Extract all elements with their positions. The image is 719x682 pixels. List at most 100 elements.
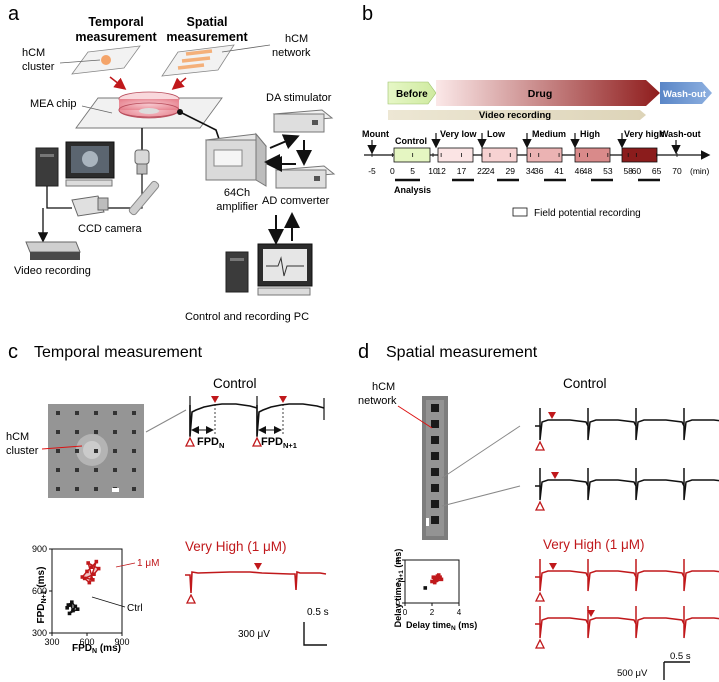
scale-d-spacer bbox=[664, 663, 690, 678]
block-control bbox=[393, 147, 431, 163]
scatter-point bbox=[439, 577, 444, 582]
electrode-dot bbox=[113, 449, 117, 453]
scatter-d-ylabel: Delay timeN+1 (ms) bbox=[393, 549, 405, 628]
video-recording-bar bbox=[388, 110, 646, 120]
mea-chip-pointer bbox=[81, 105, 113, 114]
left-pc bbox=[35, 141, 115, 187]
timeline-tick-label: 36 bbox=[534, 166, 544, 176]
scatter-point bbox=[65, 606, 69, 610]
scatter-point bbox=[432, 580, 437, 585]
timeline-tick-label: 46 bbox=[575, 166, 585, 176]
electrode-dot bbox=[431, 500, 439, 508]
panel-d: d Spatial measurement hCM network Contro… bbox=[358, 341, 719, 680]
scale-c-time: 0.5 s bbox=[307, 607, 329, 618]
very-high-c-trace bbox=[185, 570, 327, 594]
scatter-point bbox=[73, 604, 78, 609]
scatter-c-xlabel: FPDN (ms) bbox=[72, 643, 121, 655]
depol-marker-2 bbox=[251, 436, 263, 447]
cond-medium: Medium bbox=[532, 129, 566, 139]
legend-swatch bbox=[512, 207, 528, 217]
electrode-dot bbox=[132, 411, 136, 415]
hcm-network-d-label-1: hCM bbox=[372, 381, 395, 393]
block-high bbox=[574, 147, 611, 163]
scatter-point bbox=[68, 603, 73, 607]
legend-label: Field potential recording bbox=[534, 208, 641, 219]
cond-very-high: Very high bbox=[624, 129, 665, 139]
electrode-dot bbox=[431, 516, 439, 524]
scatter-point bbox=[80, 575, 85, 579]
cond-low: Low bbox=[487, 129, 506, 139]
phase-drug bbox=[436, 80, 660, 106]
scatter-point bbox=[431, 575, 436, 579]
optical-path bbox=[100, 174, 143, 209]
electrode-dot bbox=[56, 468, 60, 472]
phase-drug-label: Drug bbox=[528, 88, 553, 100]
spatial-label-2: measurement bbox=[166, 30, 248, 44]
electrode-dot bbox=[94, 487, 98, 491]
scatter-point bbox=[89, 565, 94, 569]
video-recorder bbox=[25, 241, 81, 260]
control-d-trace-1 bbox=[535, 408, 719, 441]
temporal-label-2: measurement bbox=[75, 30, 157, 44]
timeline-tick-label: -5 bbox=[368, 166, 376, 176]
video-recording-bar-label: Video recording bbox=[479, 110, 551, 121]
electrode-dot bbox=[431, 484, 439, 492]
panel-b: b Before Drug Wash-out Video recording M… bbox=[362, 3, 712, 219]
electrode-dot bbox=[75, 468, 79, 472]
hcm-cluster-label-2: cluster bbox=[22, 61, 55, 73]
vh-c-t-marker bbox=[254, 563, 262, 570]
scatter-point bbox=[67, 611, 72, 616]
panel-d-title: Spatial measurement bbox=[386, 344, 538, 361]
y-tick-label: 600 bbox=[32, 586, 47, 596]
timeline-tick-label: 22 bbox=[477, 166, 487, 176]
time-unit: (min) bbox=[690, 166, 710, 176]
ccd-camera bbox=[71, 195, 109, 217]
block-low bbox=[481, 147, 518, 163]
control-pc bbox=[225, 243, 313, 296]
scatter-point bbox=[71, 608, 75, 613]
scatter-point bbox=[92, 572, 96, 576]
scatter-point bbox=[87, 580, 92, 585]
t-wave-marker bbox=[551, 472, 559, 479]
vh-d-trace-2 bbox=[535, 606, 719, 639]
fpd-n1-label: FPDN+1 bbox=[261, 436, 297, 450]
t-wave-marker bbox=[549, 563, 557, 570]
network-micrograph bbox=[422, 396, 448, 540]
depol-marker bbox=[534, 500, 546, 511]
x-tick-label: 4 bbox=[457, 608, 462, 617]
amplifier-label-2: amplifier bbox=[216, 201, 258, 213]
timeline-tick-label: 48 bbox=[583, 166, 593, 176]
electrode-dot bbox=[132, 487, 136, 491]
block-very-high bbox=[621, 147, 658, 163]
phase-before bbox=[387, 81, 437, 105]
electrode-dot bbox=[94, 449, 98, 453]
timeline-tick-label: 5 bbox=[410, 166, 415, 176]
t-wave-marker bbox=[587, 610, 595, 617]
depol-marker bbox=[534, 440, 546, 451]
control-d-trace-2 bbox=[535, 468, 719, 501]
arrow-cluster-to-dish bbox=[109, 76, 127, 90]
vh-c-depol-marker bbox=[185, 593, 197, 604]
network-slide bbox=[161, 44, 271, 77]
control-pc-label: Control and recording PC bbox=[185, 311, 309, 323]
cond-control: Control bbox=[395, 136, 427, 146]
hcm-cluster-c-label-2: cluster bbox=[6, 445, 39, 457]
timeline-tick-label: 12 bbox=[436, 166, 446, 176]
ad-converter bbox=[274, 165, 336, 189]
mea-chip bbox=[75, 91, 223, 129]
control-c-label: Control bbox=[213, 376, 257, 391]
depol-marker bbox=[534, 591, 546, 602]
control-d-label: Control bbox=[563, 376, 607, 391]
electrode-dot bbox=[113, 411, 117, 415]
scatter-point bbox=[86, 561, 90, 565]
timeline-tick-label: 34 bbox=[526, 166, 536, 176]
very-high-d-label: Very High (1 μM) bbox=[543, 537, 645, 552]
panel-a-letter: a bbox=[8, 3, 20, 25]
scatter-point bbox=[438, 575, 442, 579]
zoom-line-d1 bbox=[441, 425, 521, 479]
da-stimulator bbox=[272, 109, 334, 133]
electrode-dot bbox=[75, 487, 79, 491]
arrow-network-to-dish bbox=[171, 77, 187, 90]
